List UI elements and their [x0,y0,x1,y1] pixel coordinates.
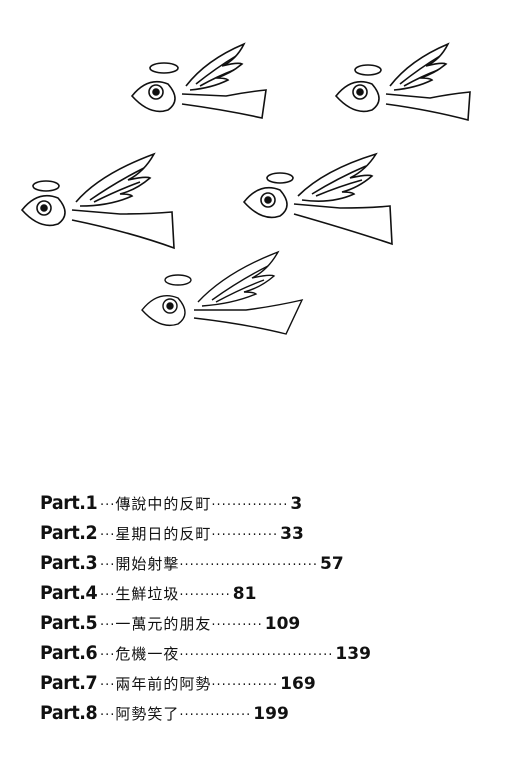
toc-leader-dots: ············· [211,678,279,693]
toc-page-number: 139 [335,644,371,664]
toc-title: 星期日的反町 [115,525,212,543]
toc-page-number: 199 [253,704,289,724]
toc-leader-dots: ·········· [211,618,263,633]
angel-eyeball-icon [334,42,471,122]
toc-lead-dots: ··· [100,588,116,603]
table-of-contents: Part.1 ··· 傳說中的反町 ··············· 3 Part… [40,492,500,732]
toc-leader-dots: ······························ [179,648,334,663]
toc-entry: Part.2 ··· 星期日的反町 ············· 33 [40,522,500,552]
toc-title: 兩年前的阿勢 [115,675,212,693]
toc-title: 阿勢笑了 [115,705,180,723]
toc-part-label: Part.4 [40,582,98,604]
toc-lead-dots: ··· [100,648,116,663]
toc-lead-dots: ··· [100,558,116,573]
toc-part-label: Part.7 [40,672,98,694]
toc-lead-dots: ··· [100,498,116,513]
toc-leader-dots: ············· [211,528,279,543]
toc-entry: Part.4 ··· 生鮮垃圾 ·········· 81 [40,582,500,612]
toc-page-number: 169 [280,674,316,694]
toc-entry: Part.3 ··· 開始射擊 ························… [40,552,500,582]
toc-part-label: Part.2 [40,522,98,544]
toc-part-label: Part.1 [40,492,98,514]
toc-page-number: 81 [232,584,257,604]
angel-illustration [20,42,471,335]
toc-lead-dots: ··· [100,678,116,693]
toc-title: 一萬元的朋友 [115,615,212,633]
toc-lead-dots: ··· [100,708,116,723]
toc-part-label: Part.5 [40,612,98,634]
toc-entry: Part.1 ··· 傳說中的反町 ··············· 3 [40,492,500,522]
toc-page-number: 57 [320,554,344,574]
toc-entry: Part.8 ··· 阿勢笑了 ·············· 199 [40,702,500,732]
toc-title: 傳說中的反町 [115,495,212,513]
toc-part-label: Part.6 [40,642,98,664]
toc-entry: Part.5 ··· 一萬元的朋友 ·········· 109 [40,612,500,642]
toc-part-label: Part.3 [40,552,98,574]
angel-eyeball-icon [141,250,304,335]
toc-page-number: 3 [290,494,303,514]
toc-part-label: Part.8 [40,702,98,724]
toc-title: 開始射擊 [115,555,180,573]
toc-page-number: 33 [280,524,304,544]
toc-leader-dots: ··············· [211,498,289,513]
toc-entry: Part.6 ··· 危機一夜 ························… [40,642,500,672]
toc-leader-dots: ··························· [179,558,318,573]
toc-leader-dots: ·········· [179,588,231,603]
toc-page-number: 109 [264,614,301,634]
angel-eyeball-icon [242,152,393,246]
angel-eyeball-icon [130,42,267,119]
angel-eyeball-icon [20,152,175,250]
toc-entry: Part.7 ··· 兩年前的阿勢 ············· 169 [40,672,500,702]
toc-leader-dots: ·············· [179,708,252,723]
toc-title: 生鮮垃圾 [115,585,180,603]
toc-lead-dots: ··· [100,618,116,633]
toc-lead-dots: ··· [100,528,116,543]
toc-title: 危機一夜 [115,645,180,663]
